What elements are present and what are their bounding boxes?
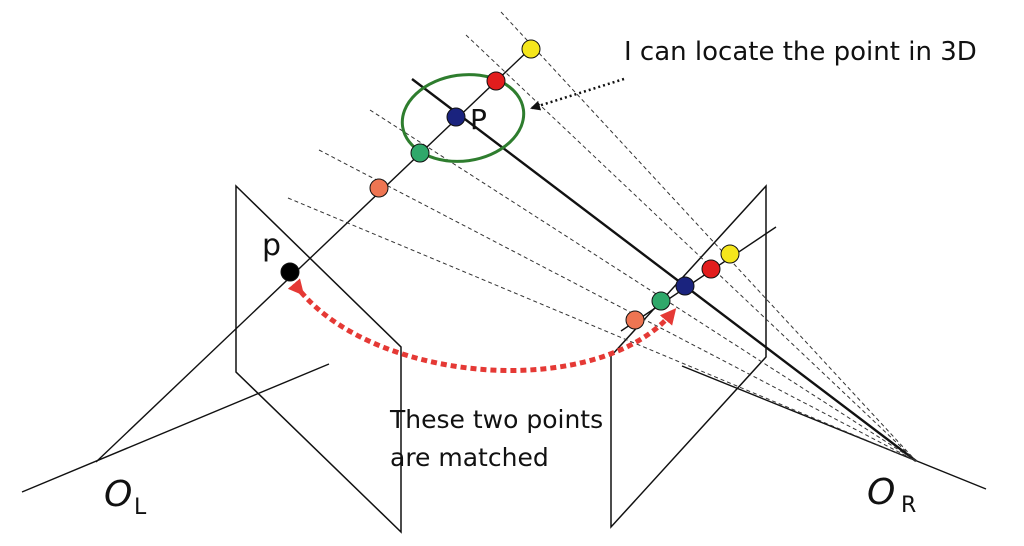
right-camera-baseline	[681, 365, 987, 490]
left-image-plane	[235, 184, 402, 534]
point-P-3d	[446, 107, 466, 127]
dashed-ray-yellow	[500, 11, 917, 462]
label-origin-left-sub: L	[134, 495, 147, 520]
left-viewing-ray	[95, 46, 533, 463]
right-image-plane	[610, 184, 767, 529]
match-arrow	[287, 278, 677, 374]
annotation-match-line1: These two points	[389, 405, 603, 434]
point-green-right	[651, 291, 671, 311]
annotation-locate: I can locate the point in 3D	[624, 37, 977, 67]
point-yellow-right	[720, 244, 740, 264]
label-p: p	[262, 228, 281, 263]
label-origin-right: O	[867, 472, 895, 513]
point-orange-3d	[369, 178, 389, 198]
point-p-image-left	[280, 262, 300, 282]
dashed-ray-red	[465, 34, 917, 462]
highlight-ellipse	[400, 73, 526, 163]
label-P: P	[470, 103, 487, 136]
point-blue-right	[675, 276, 695, 296]
point-green-3d	[410, 143, 430, 163]
point-orange-right	[625, 310, 645, 330]
annotation-match-line2: are matched	[390, 443, 549, 472]
left-camera-baseline	[21, 363, 330, 493]
point-red-3d	[486, 71, 506, 91]
label-origin-left: O	[104, 474, 132, 515]
dashed-ray-orange-2	[287, 197, 917, 462]
right-ray-to-P	[411, 78, 917, 462]
dashed-ray-group	[287, 11, 917, 462]
label-origin-right-sub: R	[901, 493, 916, 518]
epipolar-line	[620, 226, 777, 332]
point-red-right	[701, 259, 721, 279]
locate-arrow	[530, 77, 625, 111]
point-yellow-3d	[521, 39, 541, 59]
